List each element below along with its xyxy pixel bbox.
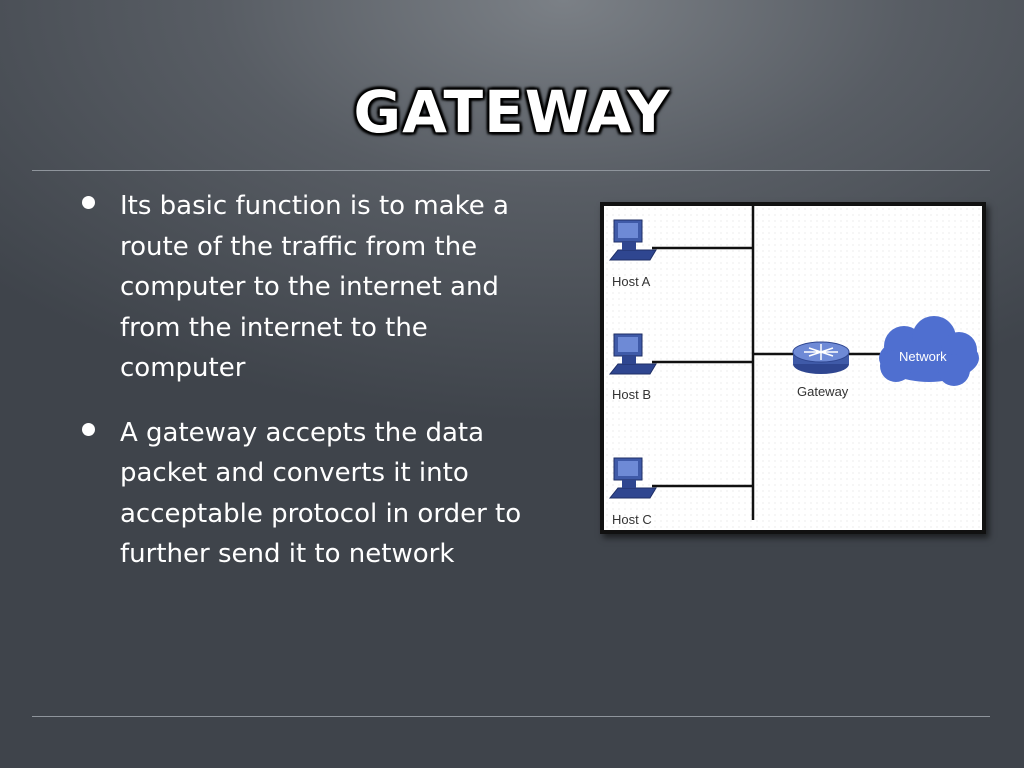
gateway-router-icon — [792, 341, 850, 374]
host-a-label: Host A — [612, 274, 651, 289]
footer-divider — [32, 716, 990, 717]
host-c-computer-icon — [608, 457, 657, 499]
host-b-computer-icon — [608, 333, 657, 375]
diagram-canvas: Host A Host B Host C Gateway Network — [604, 206, 982, 530]
title-divider — [32, 170, 990, 171]
host-c-label: Host C — [612, 512, 652, 527]
bullet-text: Its basic function is to make a route of… — [120, 191, 509, 383]
bullet-list: Its basic function is to make a route of… — [78, 186, 538, 599]
gateway-label: Gateway — [797, 384, 849, 399]
network-cloud-icon — [879, 316, 979, 386]
network-label: Network — [899, 349, 947, 364]
bullet-dot-icon — [82, 422, 95, 436]
bullet-dot-icon — [82, 196, 95, 209]
host-a-computer-icon — [608, 219, 657, 261]
bullet-item: Its basic function is to make a route of… — [78, 186, 538, 389]
host-b-label: Host B — [612, 387, 651, 402]
bullet-text: A gateway accepts the data packet and co… — [120, 417, 522, 570]
gateway-diagram: Host A Host B Host C Gateway Network — [600, 202, 986, 534]
bullet-item: A gateway accepts the data packet and co… — [78, 413, 538, 575]
slide-title: GATEWAY — [353, 78, 671, 146]
